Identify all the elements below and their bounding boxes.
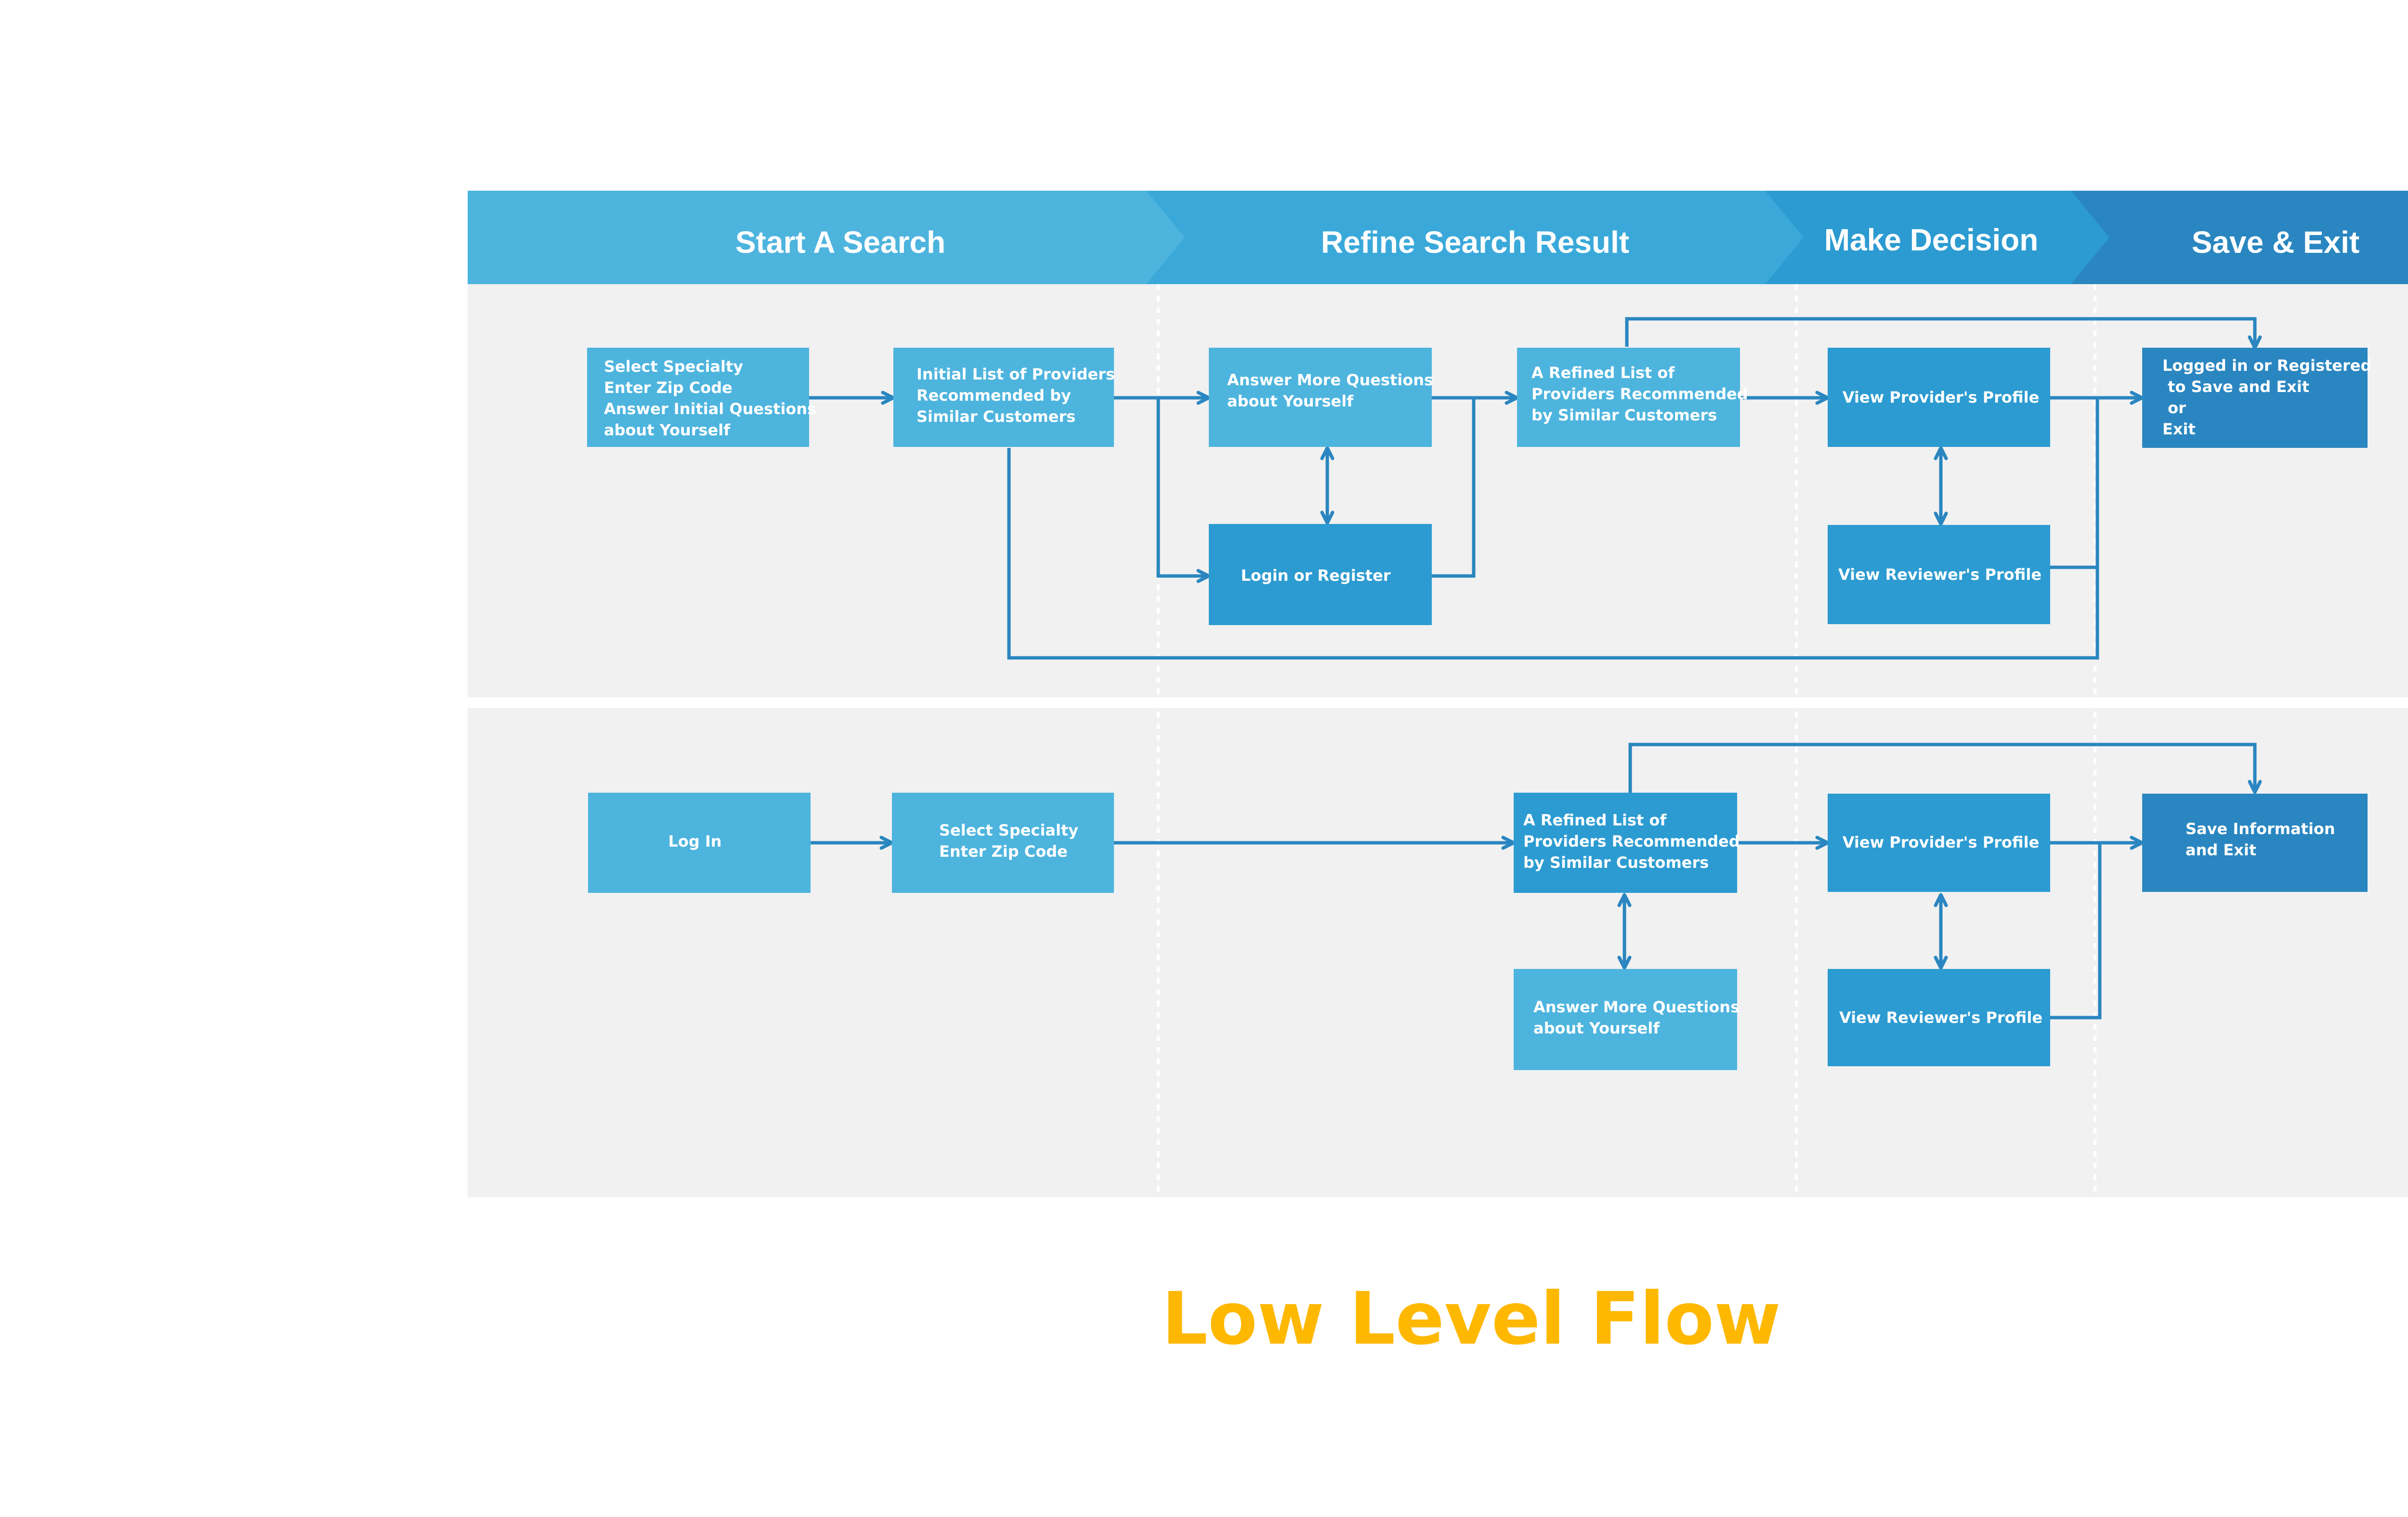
row2-view-reviewer-box: View Reviewer's Profile [1828,969,2050,1066]
svg-text:View Reviewer's Profile: View Reviewer's Profile [1839,1008,2042,1027]
svg-text:View Provider's Profile: View Provider's Profile [1843,388,2040,406]
svg-text:Log In: Log In [668,832,721,850]
row2-connectors [811,743,2262,1020]
flow-arrow [1628,743,2262,794]
stage-label: Start A Search [735,225,945,260]
svg-text:Logged in or Registered to Sav: Logged in or Registered to Save and Exit… [2162,356,2371,438]
row1-connectors [809,317,2262,660]
row2-log-in-box: Log In [588,793,811,893]
flow-arrow [1625,317,2262,350]
row1-login-register-box: Login or Register [1209,524,1432,625]
flow-arrow [2050,843,2102,1020]
flow-arrow [1432,398,1476,578]
flow-arrow [1007,448,2099,660]
row1-save-exit-box: Logged in or Registered to Save and Exit… [2142,348,2371,448]
stage-label: Make Decision [1824,222,2039,257]
lane-1-background [468,284,2408,697]
stage-header-start-search [468,191,1185,284]
stage-label: Refine Search Result [1321,225,1629,260]
stage-header-save-exit [2071,191,2408,284]
row1-view-provider-box: View Provider's Profile [1828,348,2050,447]
row1-view-reviewer-box: View Reviewer's Profile [1828,525,2050,624]
stage-header-refine-search [1146,191,1804,284]
stage-label: Save & Exit [2192,225,2360,260]
lane-2-background [468,708,2408,1197]
diagram-caption: Low Level Flow [1162,1277,1780,1361]
svg-text:View Reviewer's Profile: View Reviewer's Profile [1838,565,2042,584]
row2-view-provider-box: View Provider's Profile [1828,794,2050,892]
flow-arrow [1156,398,1211,583]
stage-header-make-decision [1765,191,2109,284]
svg-text:View Provider's Profile: View Provider's Profile [1843,833,2040,851]
svg-text:Login or Register: Login or Register [1241,566,1390,585]
